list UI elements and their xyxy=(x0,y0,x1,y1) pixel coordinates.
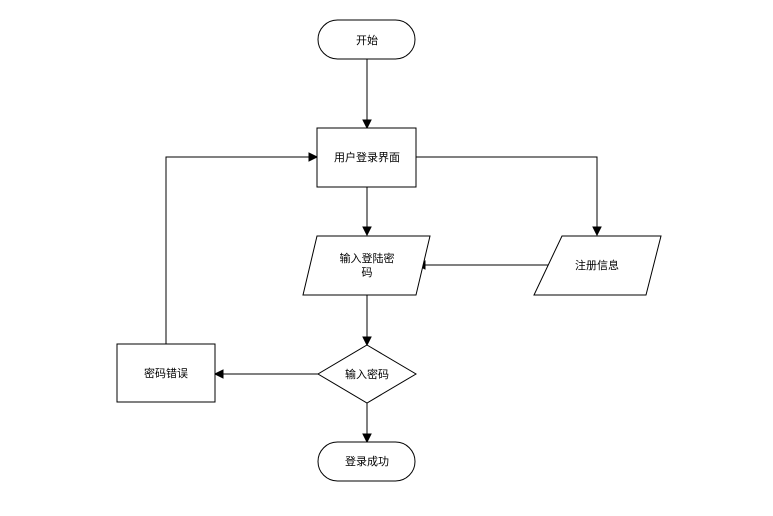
node-start: 开始 xyxy=(317,19,416,60)
edge-pwd-error-to-login-ui xyxy=(165,152,319,344)
node-input-login-pwd-label-line2: 码 xyxy=(362,266,373,279)
node-login-success: 登录成功 xyxy=(317,441,416,482)
edge-login-ui-to-input-login-pwd xyxy=(362,187,372,237)
node-input-pwd: 输入密码 xyxy=(317,344,417,404)
io-shape xyxy=(302,235,431,296)
edge-login-ui-to-register-info xyxy=(416,156,602,237)
node-start-label: 开始 xyxy=(356,33,378,47)
node-register-info: 注册信息 xyxy=(533,235,662,296)
node-pwd-error: 密码错误 xyxy=(116,343,216,403)
process-shape xyxy=(316,127,417,188)
decision-shape xyxy=(317,344,417,404)
terminal-shape xyxy=(317,19,416,60)
node-login-ui: 用户登录界面 xyxy=(316,127,417,188)
node-login-ui-label: 用户登录界面 xyxy=(334,150,400,164)
node-input-login-pwd: 输入登陆密 码 xyxy=(302,235,431,296)
node-login-success-label: 登录成功 xyxy=(345,454,389,468)
process-shape xyxy=(116,343,216,403)
node-pwd-error-label: 密码错误 xyxy=(144,366,188,380)
node-input-pwd-label: 输入密码 xyxy=(345,367,389,381)
terminal-shape xyxy=(317,441,416,482)
node-register-info-label: 注册信息 xyxy=(575,258,619,272)
edge-register-info-to-input-login-pwd xyxy=(415,260,548,270)
edge-input-pwd-to-pwd-error xyxy=(213,369,318,379)
edge-input-pwd-to-login-success xyxy=(362,403,372,444)
edge-input-login-pwd-to-input-pwd xyxy=(362,295,372,347)
io-shape xyxy=(533,235,662,296)
node-input-login-pwd-label-line1: 输入登陆密 xyxy=(340,251,395,265)
edge-start-to-login-ui xyxy=(362,59,372,130)
